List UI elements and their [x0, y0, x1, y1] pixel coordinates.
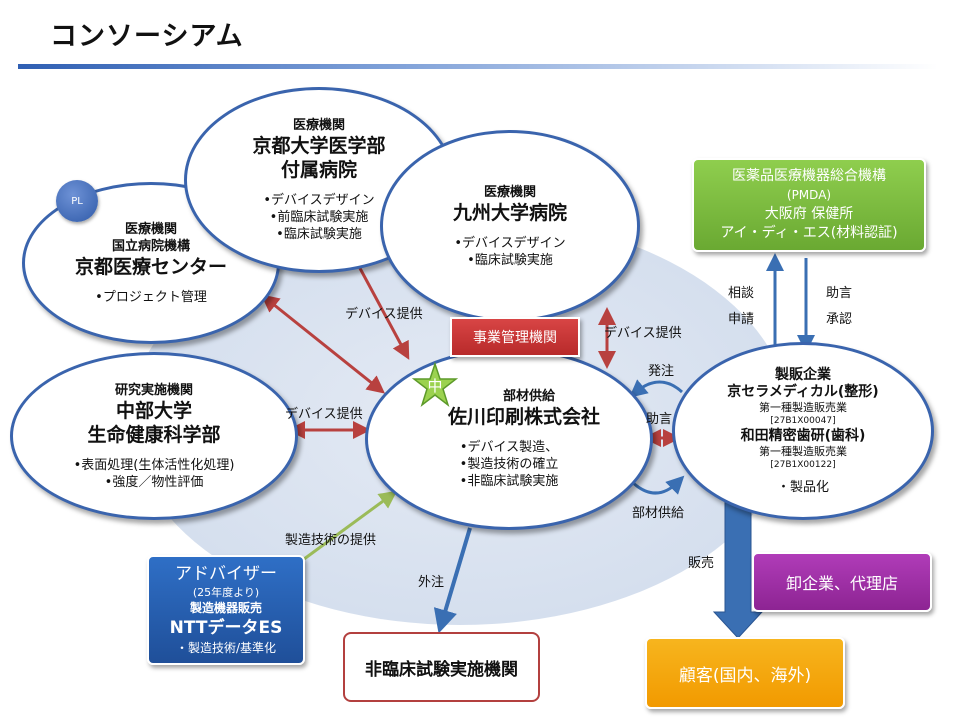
advisor-role: 製造機器販売 — [189, 601, 262, 615]
star-icon: 中 — [412, 362, 458, 408]
star-badge-label: 中 — [427, 377, 442, 395]
note-item: •表面処理(生体活性化処理) — [73, 457, 235, 473]
note-item: •強度／物性評価 — [104, 474, 204, 490]
node-kyushu-name: 九州大学病院 — [452, 201, 567, 224]
pmda-box: 医薬品医療機器総合機構 (PMDA) 大阪府 保健所 アイ・ディ・エス(材料認証… — [692, 158, 926, 252]
pmda-line: 医薬品医療機器総合機構 — [732, 168, 886, 184]
pmda-line: アイ・ディ・エス(材料認証) — [720, 225, 898, 241]
pmda-line: 大阪府 保健所 — [764, 206, 854, 222]
note-item: •前臨床試験実施 — [269, 210, 369, 225]
advisor-name: NTTデータES — [169, 618, 283, 638]
node-sales-company2-code: [27B1X00122] — [770, 460, 836, 470]
label-device-provide-3: デバイス提供 — [285, 407, 363, 422]
label-outsource: 外注 — [418, 575, 445, 590]
note-item: ・製品化 — [776, 480, 829, 495]
label-device-provide-2: デバイス提供 — [604, 326, 682, 341]
arrow-order — [629, 379, 684, 398]
node-sales-companies: 製販企業 京セラメディカル(整形) 第一種製造販売業 [27B1X00047] … — [672, 342, 934, 520]
label-sales: 販売 — [688, 556, 715, 571]
title-underline — [18, 64, 938, 69]
node-sagawa-type: 部材供給 — [502, 389, 555, 404]
note-item: •デバイスデザイン — [454, 235, 566, 251]
node-sagawa-notes: •デバイス製造、 •製造技術の確立 •非臨床試験実施 — [460, 439, 559, 490]
label-order: 発注 — [648, 364, 675, 379]
note-item: •プロジェクト管理 — [95, 289, 207, 305]
node-kyoto-medical-center-org: 国立病院機構 — [111, 238, 190, 254]
note-item: •デバイスデザイン — [263, 193, 375, 208]
node-sales-company1: 京セラメディカル(整形) — [727, 384, 879, 400]
node-chubu-type: 研究実施機関 — [114, 382, 193, 398]
label-device-provide-1: デバイス提供 — [345, 307, 423, 322]
node-kyoto-univ-name2: 付属病院 — [280, 159, 357, 181]
node-chubu-univ: 研究実施機関 中部大学 生命健康科学部 •表面処理(生体活性化処理) •強度／物… — [10, 352, 298, 520]
node-chubu-name1: 中部大学 — [115, 399, 192, 422]
label-manufacturing-tech: 製造技術の提供 — [285, 533, 377, 548]
label-approval: 承認 — [826, 312, 853, 327]
label-consult: 相談 — [728, 286, 755, 301]
label-advice: 助言 — [646, 412, 673, 427]
arrow-manufacturing-tech — [299, 490, 398, 564]
advisor-box: アドバイザー (25年度より) 製造機器販売 NTTデータES ・製造技術/基準… — [147, 555, 305, 665]
label-advice-pmda: 助言 — [826, 286, 853, 301]
nonclinical-box: 非臨床試験実施機関 — [343, 632, 540, 702]
management-box: 事業管理機関 — [450, 317, 580, 357]
wholesale-box: 卸企業、代理店 — [752, 552, 932, 612]
pl-badge: PL — [56, 180, 98, 222]
note-item: •デバイス製造、 — [459, 440, 559, 455]
customer-box: 顧客(国内、海外) — [645, 637, 845, 709]
label-parts-supply: 部材供給 — [632, 506, 685, 521]
advisor-title: アドバイザー — [175, 564, 277, 584]
note-item: •非臨床試験実施 — [459, 474, 559, 489]
node-sales-company1-sub: 第一種製造販売業 — [759, 401, 847, 414]
node-kyushu-univ-hospital: 医療機関 九州大学病院 •デバイスデザイン •臨床試験実施 — [380, 130, 640, 322]
note-item: •臨床試験実施 — [467, 252, 553, 268]
node-sales-company1-code: [27B1X00047] — [770, 416, 836, 426]
node-kyoto-medical-center-name: 京都医療センター — [74, 255, 227, 278]
node-kyushu-type: 医療機関 — [483, 184, 536, 200]
arrow-sales-to-customer — [712, 497, 764, 639]
node-sales-type: 製販企業 — [775, 367, 831, 383]
node-kyoto-medical-center-notes: •プロジェクト管理 — [95, 289, 207, 306]
pmda-line: (PMDA) — [786, 188, 832, 202]
arrow-kyoto-center-sagawa — [260, 294, 386, 394]
arrow-parts-supply — [628, 475, 685, 495]
page-title: コンソーシアム — [50, 21, 244, 52]
advisor-note: ・製造技術/基準化 — [175, 641, 277, 655]
label-apply: 申請 — [728, 312, 755, 327]
advisor-sub: (25年度より) — [192, 586, 260, 599]
arrow-outsource — [433, 527, 472, 634]
node-sales-company2: 和田精密歯研(歯科) — [740, 428, 866, 444]
note-item: •製造技術の確立 — [459, 457, 559, 472]
node-chubu-notes: •表面処理(生体活性化処理) •強度／物性評価 — [74, 457, 235, 491]
note-item: •臨床試験実施 — [276, 227, 362, 242]
node-sales-company2-sub: 第一種製造販売業 — [759, 445, 847, 458]
node-kyoto-medical-center-type: 医療機関 — [124, 221, 177, 237]
node-kyoto-univ-type: 医療機関 — [292, 118, 345, 133]
node-kyushu-notes: •デバイスデザイン •臨床試験実施 — [454, 235, 565, 269]
node-sagawa-printing: 部材供給 佐川印刷株式会社 •デバイス製造、 •製造技術の確立 •非臨床試験実施 — [365, 348, 653, 530]
node-kyoto-univ-notes: •デバイスデザイン •前臨床試験実施 •臨床試験実施 — [263, 192, 374, 243]
node-chubu-name2: 生命健康科学部 — [87, 423, 221, 446]
node-kyoto-univ-name1: 京都大学医学部 — [252, 135, 386, 157]
node-sagawa-name: 佐川印刷株式会社 — [447, 406, 600, 428]
